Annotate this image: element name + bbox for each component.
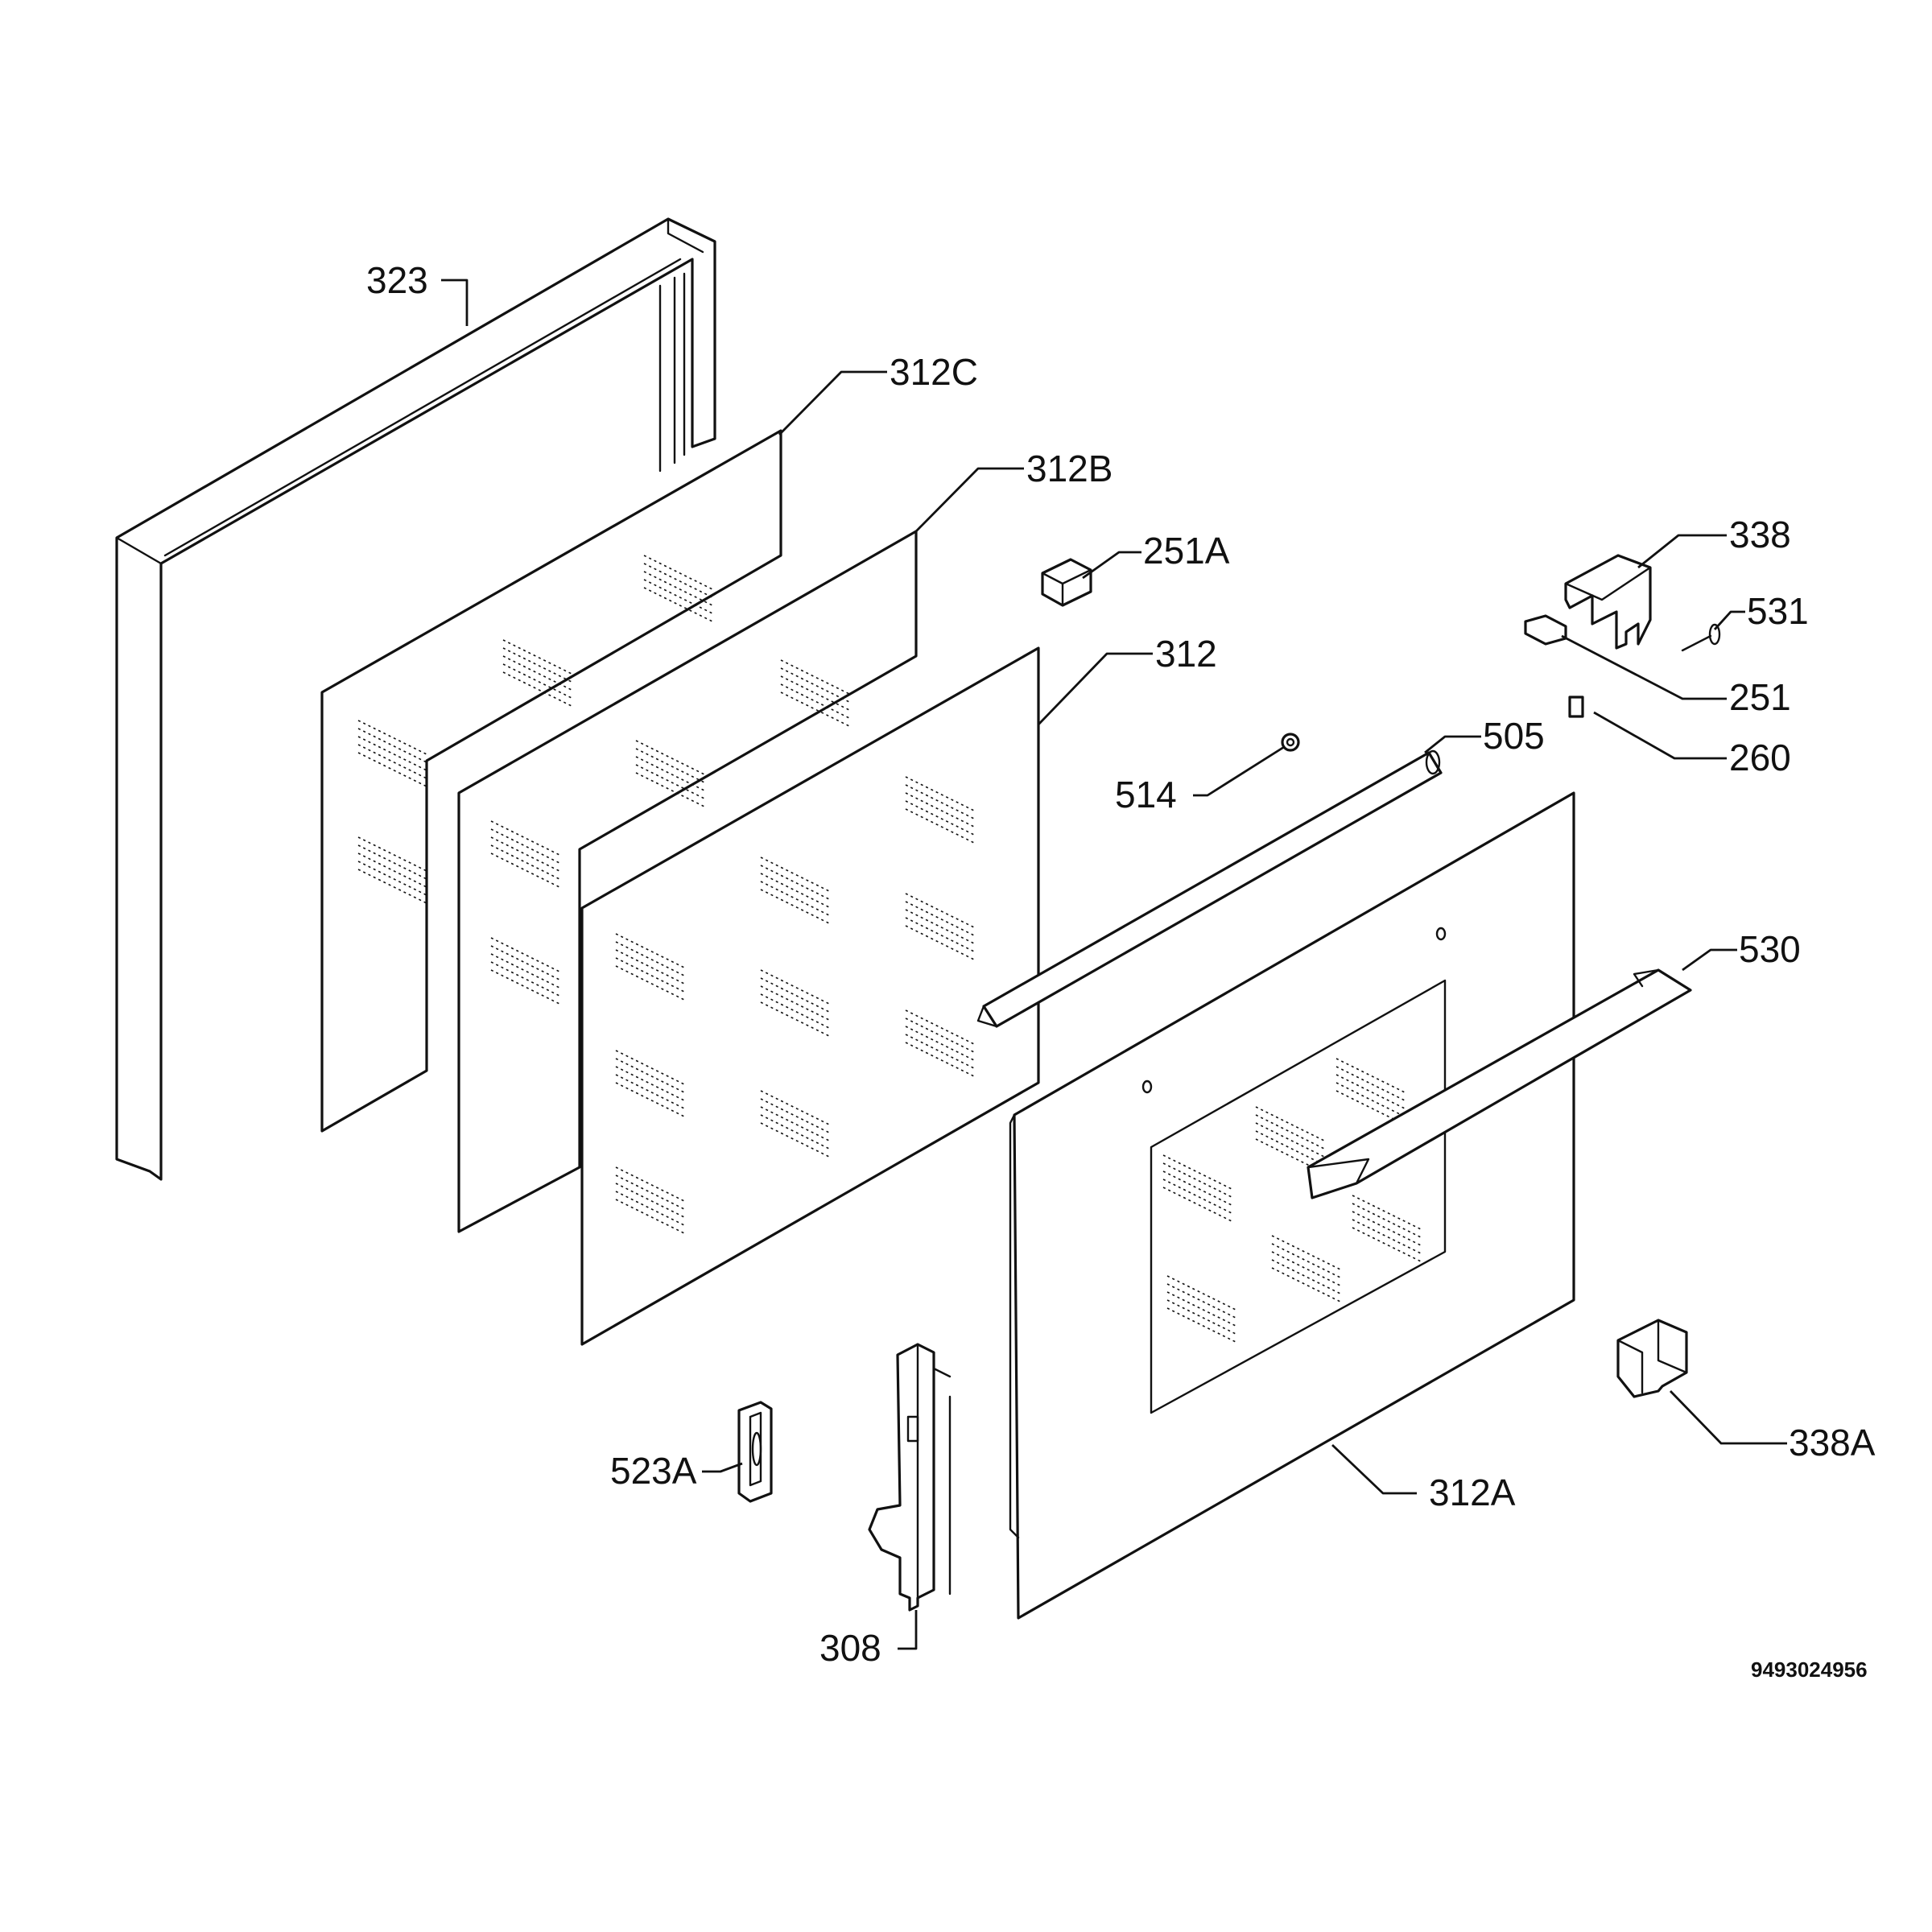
callout-338: 338 — [1729, 514, 1791, 555]
nut-part-514 — [1281, 733, 1300, 752]
callout-312: 312 — [1155, 633, 1217, 675]
drawing-id: 9493024956 — [1751, 1657, 1868, 1682]
leader-lines — [441, 279, 1787, 1650]
glass-panel-part-312 — [580, 646, 1040, 1346]
handle-part-530 — [1307, 968, 1692, 1199]
block-part-251A — [1041, 558, 1092, 607]
callout-523A: 523A — [610, 1450, 697, 1492]
clip-part-251 — [1524, 614, 1567, 646]
latch-plate-part-523A — [737, 1401, 773, 1503]
callout-312A: 312A — [1429, 1472, 1516, 1513]
hinge-part-308 — [868, 1343, 952, 1612]
bracket-part-338A — [1616, 1319, 1688, 1398]
callout-260: 260 — [1729, 737, 1791, 778]
callout-514: 514 — [1115, 774, 1177, 815]
outer-door-glass-part-312A — [1009, 791, 1575, 1620]
callout-312B: 312B — [1026, 448, 1113, 489]
bracket-part-338 — [1564, 554, 1652, 650]
callout-530: 530 — [1739, 928, 1801, 970]
callout-labels: 323 312C 312B 251A 312 338 531 251 260 5… — [366, 259, 1876, 1682]
callout-251: 251 — [1729, 676, 1791, 718]
small-part-260 — [1568, 696, 1584, 718]
door-frame-part-323 — [115, 217, 716, 1181]
callout-505: 505 — [1483, 715, 1545, 757]
callout-251A: 251A — [1143, 530, 1230, 572]
callout-312C: 312C — [890, 351, 978, 393]
callout-531: 531 — [1747, 590, 1809, 632]
glass-panel-part-312C — [320, 429, 782, 1133]
screw-part-531 — [1681, 623, 1721, 652]
callout-308: 308 — [819, 1627, 881, 1669]
callout-338A: 338A — [1789, 1422, 1876, 1463]
top-profile-part-505 — [976, 749, 1443, 1028]
callout-323: 323 — [366, 259, 428, 301]
